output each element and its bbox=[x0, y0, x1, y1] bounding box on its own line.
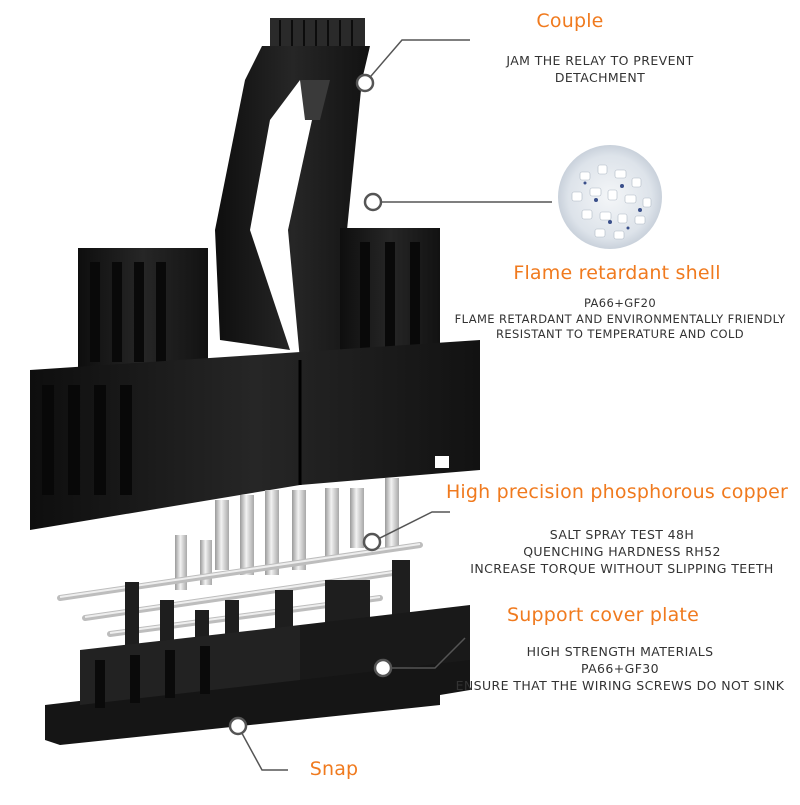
flame-line-1: PA66+GF20 bbox=[583, 296, 657, 310]
couple-title: Couple bbox=[536, 10, 604, 32]
flame-line-3: RESISTANT TO TEMPERATURE AND COLD bbox=[495, 327, 745, 341]
copper-terminals bbox=[57, 478, 423, 637]
din-rail-base bbox=[45, 605, 470, 745]
flame-description: PA66+GF20 FLAME RETARDANT AND ENVIRONMEN… bbox=[455, 296, 786, 343]
ring-marker-icon bbox=[362, 532, 382, 552]
support-line-2: PA66+GF30 bbox=[580, 661, 660, 676]
ring-marker-icon bbox=[363, 192, 383, 212]
copper-line-2: QUENCHING HARDNESS RH52 bbox=[523, 544, 721, 559]
ring-marker-icon bbox=[228, 716, 248, 736]
ring-marker-icon bbox=[373, 658, 393, 678]
copper-line-1: SALT SPRAY TEST 48H bbox=[549, 527, 695, 542]
ring-marker-icon bbox=[355, 73, 375, 93]
couple-description: JAM THE RELAY TO PREVENT DETACHMENT bbox=[506, 52, 693, 86]
flame-line-2: FLAME RETARDANT AND ENVIRONMENTALLY FRIE… bbox=[454, 311, 786, 326]
leader-lines bbox=[237, 39, 552, 771]
retaining-clip bbox=[215, 18, 370, 360]
copper-title: High precision phosphorous copper bbox=[445, 481, 789, 503]
snap-title: Snap bbox=[309, 758, 359, 780]
copper-line-3: INCREASE TORQUE WITHOUT SLIPPING TEETH bbox=[470, 561, 774, 576]
support-title: Support cover plate bbox=[507, 604, 699, 626]
support-description: HIGH STRENGTH MATERIALS PA66+GF30 ENSURE… bbox=[456, 643, 785, 694]
flame-title: Flame retardant shell bbox=[513, 262, 721, 284]
couple-line-2: DETACHMENT bbox=[554, 70, 646, 85]
granules-icon bbox=[558, 145, 662, 249]
socket-upper-body bbox=[30, 228, 480, 530]
support-line-3: ENSURE THAT THE WIRING SCREWS DO NOT SIN… bbox=[455, 678, 785, 693]
support-line-1: HIGH STRENGTH MATERIALS bbox=[526, 644, 714, 659]
copper-description: SALT SPRAY TEST 48H QUENCHING HARDNESS R… bbox=[470, 526, 773, 577]
couple-line-1: JAM THE RELAY TO PREVENT bbox=[506, 53, 694, 68]
